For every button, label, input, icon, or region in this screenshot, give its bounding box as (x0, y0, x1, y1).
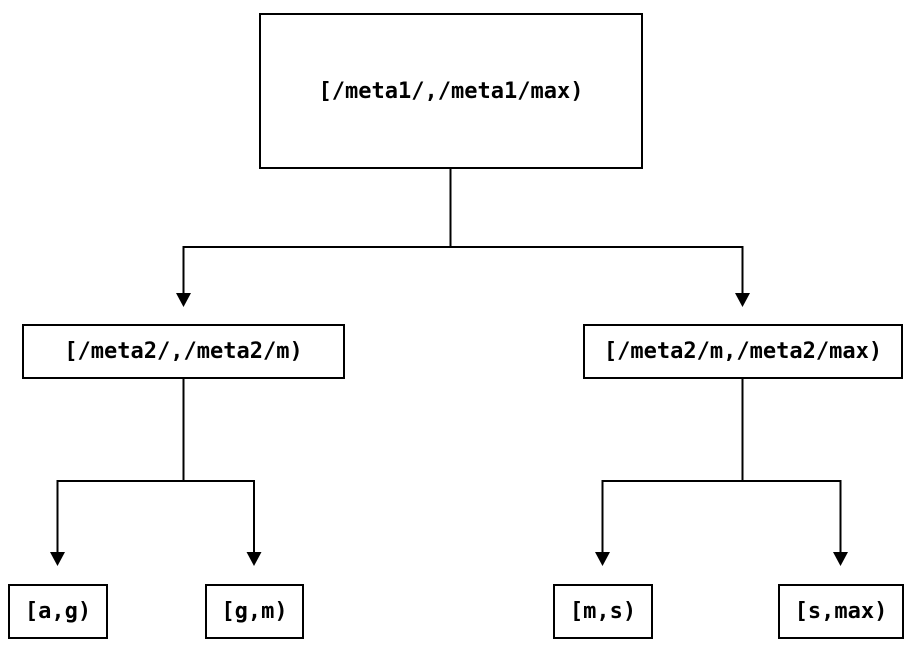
node-left-child: [/meta2/,/meta2/m) (22, 324, 345, 379)
arrowhead-left-child (176, 293, 191, 307)
arrowhead-leaf-ag (50, 552, 65, 566)
node-root: [/meta1/,/meta1/max) (259, 13, 643, 169)
arrowhead-leaf-smax (833, 552, 848, 566)
node-leaf-ms: [m,s) (553, 584, 653, 639)
edge-leftchild-to-leaves (56, 378, 255, 553)
node-right-child: [/meta2/m,/meta2/max) (583, 324, 903, 379)
edge-rightchild-to-leaves (601, 378, 842, 553)
arrowhead-leaf-gm (246, 552, 262, 566)
node-leaf-ag: [a,g) (8, 584, 108, 639)
arrowhead-right-child (735, 293, 750, 307)
edge-root-to-children (182, 168, 744, 295)
node-leaf-gm: [g,m) (205, 584, 304, 639)
arrowhead-leaf-ms (595, 552, 610, 566)
node-leaf-smax: [s,max) (778, 584, 904, 639)
